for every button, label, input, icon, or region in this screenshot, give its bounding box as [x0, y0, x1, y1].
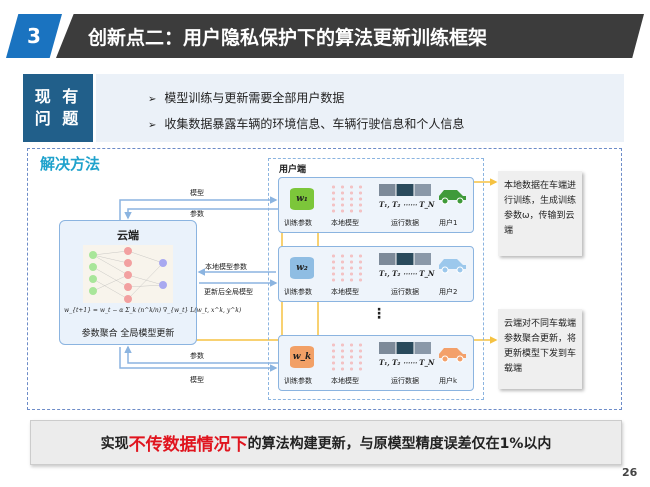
- problem-bullet: ➢ 收集数据暴露车辆的环境信息、车辆行驶信息和个人信息: [148, 112, 624, 138]
- car-icon: [439, 348, 466, 363]
- arrow-label: 本地模型参数: [205, 263, 247, 271]
- cloud-caption: 参数聚合 全局模型更新: [81, 329, 175, 339]
- problem-text: 模型训练与更新需要全部用户数据: [164, 91, 345, 105]
- slide-title: 创新点二：用户隐私保护下的算法更新训练框架: [56, 14, 644, 58]
- solution-title: 解决方法: [40, 155, 101, 173]
- problem-text: 收集数据暴露车辆的环境信息、车辆行驶信息和个人信息: [164, 117, 465, 131]
- train-params-label: 训练参数: [284, 219, 312, 227]
- local-model-label: 本地模型: [331, 377, 359, 385]
- param-arrow-top: [124, 208, 278, 220]
- weight-database-icon: w_k: [290, 346, 314, 368]
- problem-label: 现 有问 题: [23, 74, 93, 142]
- weight-database-icon: w₁: [290, 188, 314, 210]
- conclusion-banner: 实现不传数据情况下的算法构建更新，与原模型精度误差仅在1%以内: [30, 420, 622, 465]
- problem-label-line1: 现 有: [34, 87, 82, 106]
- data-sequence: T₁, T₂ ⋯⋯ T_N: [379, 358, 435, 367]
- local-model-icon: [329, 184, 365, 214]
- cloud-title: 云端: [117, 229, 139, 242]
- user-label: 用户k: [439, 377, 458, 385]
- data-sequence: T₁, T₂ ⋯⋯ T_N: [379, 200, 435, 209]
- run-data-label: 运行数据: [391, 288, 419, 296]
- cloud-aggregation-note: 云端对不同车载端参数聚合更新，将更新模型下发到车载端: [498, 309, 582, 389]
- data-sequence: T₁, T₂ ⋯⋯ T_N: [379, 269, 435, 278]
- local-training-note: 本地数据在车端进行训练，生成训练参数ω，传输到云端: [498, 171, 582, 256]
- local-model-label: 本地模型: [331, 219, 359, 227]
- user-label: 用户2: [439, 288, 458, 296]
- conclusion-highlight: 不传数据情况下: [128, 435, 248, 455]
- neural-network-icon: [83, 245, 173, 303]
- problem-label-line2: 问 题: [34, 109, 82, 128]
- user-label: 用户1: [439, 219, 458, 227]
- arrow-bullet-icon: ➢: [148, 94, 157, 105]
- conclusion-prefix: 实现: [100, 435, 129, 452]
- arrow-label: 更新后全局模型: [204, 288, 253, 296]
- user-end-panel: 用户端: [268, 158, 484, 400]
- arrow-bullet-icon: ➢: [148, 120, 157, 131]
- train-params-label: 训练参数: [284, 377, 312, 385]
- arrow-label: 模型: [190, 376, 204, 384]
- weight-database-icon: w₂: [290, 257, 314, 279]
- user-row-k: w_k T₁, T₂ ⋯⋯ T_N 训练参数 本地模型 运行数据 用户k: [278, 335, 474, 391]
- driving-images: [379, 184, 431, 196]
- problem-list: ➢ 模型训练与更新需要全部用户数据 ➢ 收集数据暴露车辆的环境信息、车辆行驶信息和个…: [96, 74, 624, 142]
- driving-images: [379, 253, 431, 265]
- cloud-server-box: 云端 w_{t+1} = w_t − α Σ_k (n^k/n) ∇_{w_t}…: [59, 220, 241, 345]
- driving-images: [379, 342, 431, 354]
- aggregation-formula: w_{t+1} = w_t − α Σ_k (n^k/n) ∇_{w_t} L(…: [64, 307, 242, 314]
- solution-panel: [27, 148, 622, 410]
- car-icon: [439, 190, 466, 205]
- local-model-icon: [329, 253, 365, 283]
- arrow-label: 参数: [190, 210, 204, 218]
- user-row-1: w₁ T₁, T₂ ⋯⋯ T_N 训练参数 本地模型 运行数据 用户1: [278, 177, 474, 233]
- run-data-label: 运行数据: [391, 377, 419, 385]
- model-arrow-top: [119, 196, 278, 220]
- car-icon: [439, 259, 466, 274]
- arrow-label: 模型: [190, 189, 204, 197]
- run-data-label: 运行数据: [391, 219, 419, 227]
- local-model-label: 本地模型: [331, 288, 359, 296]
- local-model-icon: [329, 342, 365, 372]
- conclusion-suffix: 的算法构建更新，与原模型精度误差仅在1%以内: [247, 435, 552, 452]
- user-row-2: w₂ T₁, T₂ ⋯⋯ T_N 训练参数 本地模型 运行数据 用户2: [278, 246, 474, 302]
- train-params-label: 训练参数: [284, 288, 312, 296]
- param-arrow-bottom: [124, 345, 278, 364]
- page-number: 26: [622, 466, 638, 479]
- user-end-title: 用户端: [279, 165, 307, 175]
- more-users-ellipsis: ⋮: [372, 306, 386, 322]
- model-arrow-bottom: [119, 347, 278, 372]
- arrow-label: 参数: [190, 352, 204, 360]
- problem-bullet: ➢ 模型训练与更新需要全部用户数据: [148, 86, 624, 112]
